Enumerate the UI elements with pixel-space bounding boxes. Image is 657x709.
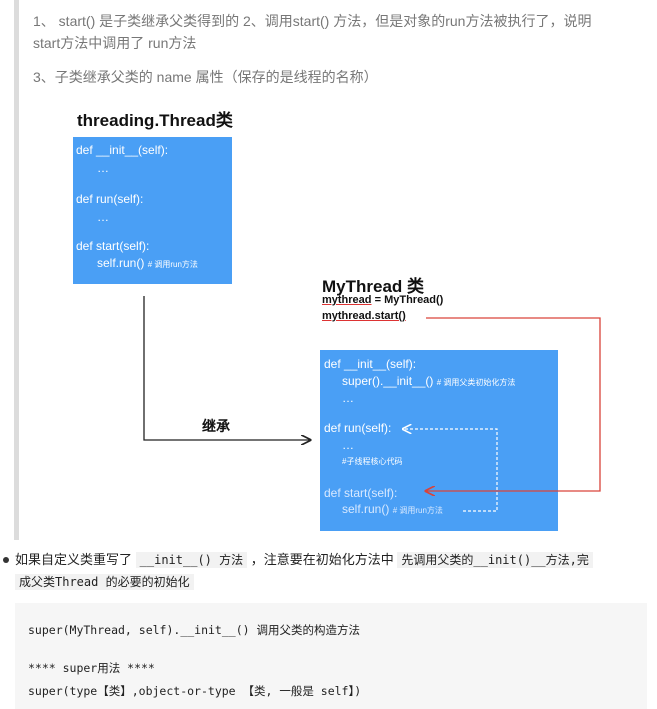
child-class-box: def __init__(self): super().__init__() #… <box>320 350 558 531</box>
inherit-arrow <box>143 296 310 440</box>
child-start-def: def start(self): <box>324 486 398 500</box>
child-init-def: def __init__(self): <box>324 357 417 371</box>
code-block: super(MyThread, self).__init__() 调用父类的构造… <box>15 603 647 709</box>
bullet-line-1: 如果自定义类重写了 __init__() 方法 ，注意要在初始化方法中 先调用父… <box>15 549 593 571</box>
child-run-comment: #子线程核心代码 <box>342 457 403 466</box>
parent-run-ellipsis: … <box>97 210 109 224</box>
bullet-line-2: 成父类Thread 的必要的初始化 <box>15 571 194 593</box>
object-var: mythread <box>322 294 372 306</box>
child-run-ellipsis: … <box>342 438 354 452</box>
child-run-comment-2: # 调用run方法 <box>392 506 443 515</box>
quote-line-3: 3、子类继承父类的 name 属性（保存的是线程的名称） <box>33 69 378 85</box>
quote-bar <box>14 0 19 540</box>
code-line-2: **** super用法 **** <box>28 661 155 675</box>
start-call-arrow <box>426 317 601 491</box>
bullet-text-1: 如果自定义类重写了 <box>15 552 133 567</box>
bullet-dot <box>3 557 9 563</box>
object-start-line: mythread.start() <box>322 310 406 322</box>
child-run-def: def run(self): <box>324 421 392 435</box>
parent-run-comment: # 调用run方法 <box>147 260 198 269</box>
run-call-arrow <box>403 429 498 512</box>
child-super-init: super().__init__() # 调用父类初始化方法 <box>342 374 515 388</box>
quote-line-1: 1、 start() 是子类继承父类得到的 2、调用start() 方法，但是对… <box>33 13 592 29</box>
parent-start-body: self.run() # 调用run方法 <box>97 256 198 270</box>
child-init-ellipsis: … <box>342 391 354 405</box>
quote-line-2: start方法中调用了 run方法 <box>33 35 197 51</box>
parent-class-title: threading.Thread类 <box>77 111 233 130</box>
inline-code-parent-init: 先调用父类的__init()__方法,完 <box>397 552 593 568</box>
child-super-call: super().__init__() <box>342 374 434 388</box>
bullet-text-2: ，注意要在初始化方法中 <box>250 552 394 567</box>
code-line-3: super(type【类】,object-or-type 【类, 一般是 sel… <box>28 684 362 698</box>
parent-run-def: def run(self): <box>76 192 144 206</box>
child-class-title: MyThread 类 <box>322 277 425 296</box>
parent-start-def: def start(self): <box>76 239 150 253</box>
child-super-comment: # 调用父类初始化方法 <box>436 378 516 387</box>
object-create-line: mythread = MyThread() <box>322 294 443 306</box>
child-start-body: self.run() # 调用run方法 <box>342 502 443 516</box>
inline-code-thread-init: 成父类Thread 的必要的初始化 <box>15 574 194 590</box>
parent-init-ellipsis: … <box>97 161 109 175</box>
child-self-run: self.run() <box>342 502 390 516</box>
parent-class-box: def __init__(self): … def run(self): … d… <box>73 137 232 284</box>
inline-code-init: __init__() 方法 <box>135 552 248 568</box>
parent-init-def: def __init__(self): <box>76 143 169 157</box>
inherit-label: 继承 <box>202 418 230 434</box>
code-line-1: super(MyThread, self).__init__() 调用父类的构造… <box>28 623 360 637</box>
object-assign: = MyThread() <box>371 294 444 306</box>
object-start-call: mythread.start() <box>322 310 406 322</box>
parent-self-run: self.run() <box>97 256 145 270</box>
